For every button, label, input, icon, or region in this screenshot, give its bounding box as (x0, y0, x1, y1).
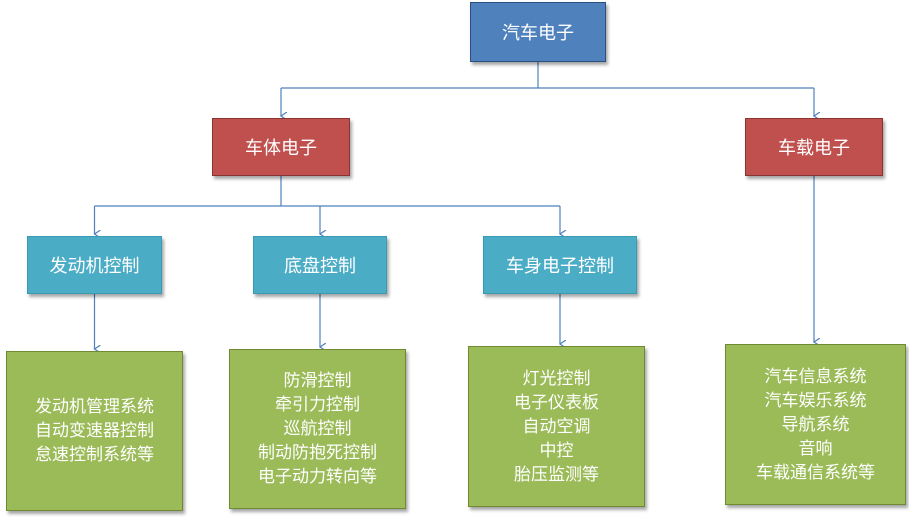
body-control-label: 车身电子控制 (506, 256, 614, 277)
vehicle-electronics-node: 车载电子 (745, 118, 883, 176)
chassis-control-details: 防滑控制 牵引力控制 巡航控制 制动防抱死控制 电子动力转向等 (229, 349, 406, 509)
engine-detail-item: 怠速控制系统等 (35, 445, 154, 465)
body-control-node: 车身电子控制 (483, 236, 637, 294)
engine-control-details: 发动机管理系统 自动变速器控制 怠速控制系统等 (6, 351, 183, 511)
chassis-detail-item: 防滑控制 (283, 371, 352, 391)
engine-control-node: 发动机控制 (27, 236, 162, 294)
chassis-control-label: 底盘控制 (284, 256, 356, 277)
root-label: 汽车电子 (502, 23, 574, 44)
body-electronics-node: 车体电子 (212, 118, 350, 176)
chassis-control-node: 底盘控制 (253, 236, 387, 294)
vehicle-detail-item: 车载通信系统等 (756, 462, 875, 483)
body-control-detail-item: 自动空调 (522, 416, 591, 437)
body-electronics-label: 车体电子 (245, 138, 317, 159)
chassis-detail-item: 牵引力控制 (275, 395, 360, 415)
vehicle-electronics-details: 汽车信息系统 汽车娱乐系统 导航系统 音响 车载通信系统等 (725, 344, 906, 505)
chassis-detail-item: 电子动力转向等 (258, 467, 377, 487)
engine-detail-item: 发动机管理系统 (35, 397, 154, 417)
chassis-detail-item: 巡航控制 (283, 419, 352, 439)
body-control-detail-item: 电子仪表板 (514, 392, 599, 413)
vehicle-detail-item: 汽车信息系统 (764, 366, 867, 387)
engine-detail-item: 自动变速器控制 (35, 421, 154, 441)
root-node: 汽车电子 (470, 2, 606, 62)
body-control-detail-item: 胎压监测等 (514, 464, 599, 485)
body-control-detail-item: 灯光控制 (522, 368, 591, 389)
engine-control-label: 发动机控制 (49, 256, 140, 277)
body-control-details: 灯光控制 电子仪表板 自动空调 中控 胎压监测等 (468, 346, 645, 507)
vehicle-detail-item: 导航系统 (781, 414, 850, 435)
chassis-detail-item: 制动防抱死控制 (258, 443, 377, 463)
vehicle-electronics-label: 车载电子 (778, 138, 850, 159)
vehicle-detail-item: 汽车娱乐系统 (764, 390, 867, 411)
body-control-detail-item: 中控 (539, 440, 574, 461)
vehicle-detail-item: 音响 (798, 438, 833, 459)
